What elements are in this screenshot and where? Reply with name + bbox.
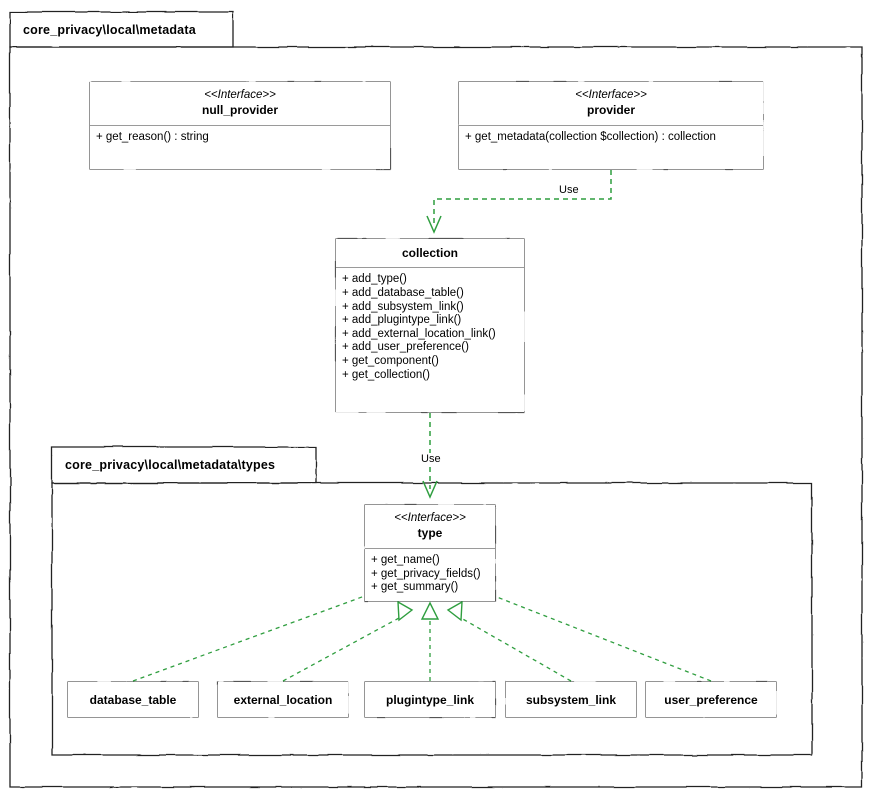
- package-inner-name: core_privacy\local\metadata\types: [65, 458, 276, 472]
- stereotype-label: <<Interface>>: [204, 89, 276, 101]
- class-name-label: subsystem_link: [525, 692, 617, 707]
- class-member: + get_reason() : string: [96, 131, 209, 144]
- open-arrowhead: [426, 215, 442, 234]
- class-name-label: plugintype_link: [385, 692, 474, 707]
- class-header-type: <<Interface>> type: [365, 505, 495, 550]
- class-name-label: type: [417, 525, 443, 540]
- class-box-provider[interactable]: <<Interface>> provider + get_metadata(co…: [459, 82, 763, 169]
- class-member: + get_metadata(collection $collection) :…: [465, 131, 716, 144]
- class-name-label: null_provider: [201, 102, 278, 117]
- class-member: + get_privacy_fields(): [371, 567, 481, 580]
- edge-provider-uses-collection: [426, 170, 612, 234]
- stereotype-label: <<Interface>>: [394, 512, 466, 524]
- class-member: + add_user_preference(): [342, 341, 469, 354]
- hollow-triangle-arrowhead: [446, 600, 463, 622]
- stereotype-label: <<Interface>>: [575, 89, 647, 101]
- edge-external-location-realizes-type: [282, 600, 414, 682]
- edge-plugintype-link-realizes-type: [420, 601, 440, 681]
- class-member: + get_summary(): [371, 581, 459, 594]
- class-member: + get_collection(): [342, 368, 430, 381]
- hollow-triangle-arrowhead: [397, 600, 414, 622]
- class-box-user-preference[interactable]: user_preference: [646, 682, 776, 717]
- package-label-outer: core_privacy\local\metadata: [11, 13, 232, 46]
- edge-label-provider-uses-collection: Use: [557, 184, 581, 196]
- class-members-null-provider: + get_reason() : string: [90, 126, 390, 169]
- class-members-provider: + get_metadata(collection $collection) :…: [459, 126, 763, 169]
- class-name-label: collection: [401, 246, 458, 260]
- class-name-label: user_preference: [664, 692, 758, 707]
- class-header-collection: collection: [336, 239, 524, 269]
- hollow-triangle-arrowhead: [420, 601, 440, 620]
- edge-user-preference-realizes-type: [462, 573, 712, 682]
- class-name-label: external_location: [233, 692, 333, 707]
- class-members-collection: + add_type() + add_database_table() + ad…: [336, 268, 524, 412]
- class-member: + get_name(): [371, 554, 440, 567]
- edge-database-table-realizes-type: [132, 573, 398, 682]
- class-member: + add_type(): [342, 273, 407, 286]
- class-member: + add_plugintype_link(): [342, 314, 462, 327]
- package-label-inner: core_privacy\local\metadata\types: [53, 448, 315, 482]
- class-members-type: + get_name() + get_privacy_fields() + ge…: [365, 549, 495, 601]
- class-box-null-provider[interactable]: <<Interface>> null_provider + get_reason…: [90, 82, 390, 169]
- class-box-plugintype-link[interactable]: plugintype_link: [365, 682, 495, 717]
- class-header-provider: <<Interface>> provider: [459, 82, 763, 127]
- class-box-external-location[interactable]: external_location: [218, 682, 348, 717]
- class-box-collection[interactable]: collection + add_type() + add_database_t…: [336, 239, 524, 412]
- edge-label-collection-uses-type: Use: [419, 453, 443, 465]
- open-arrowhead: [422, 480, 438, 499]
- class-member: + add_external_location_link(): [342, 327, 496, 340]
- edge-subsystem-link-realizes-type: [446, 600, 572, 682]
- class-box-type[interactable]: <<Interface>> type + get_name() + get_pr…: [365, 505, 495, 601]
- class-box-subsystem-link[interactable]: subsystem_link: [506, 682, 636, 717]
- class-member: + get_component(): [342, 355, 439, 368]
- class-name-label: database_table: [89, 692, 177, 707]
- class-member: + add_subsystem_link(): [342, 300, 464, 313]
- class-member: + add_database_table(): [342, 286, 464, 299]
- package-outer-name: core_privacy\local\metadata: [23, 22, 196, 37]
- class-header-null-provider: <<Interface>> null_provider: [90, 82, 390, 127]
- class-box-database-table[interactable]: database_table: [68, 682, 198, 717]
- class-name-label: provider: [586, 102, 635, 117]
